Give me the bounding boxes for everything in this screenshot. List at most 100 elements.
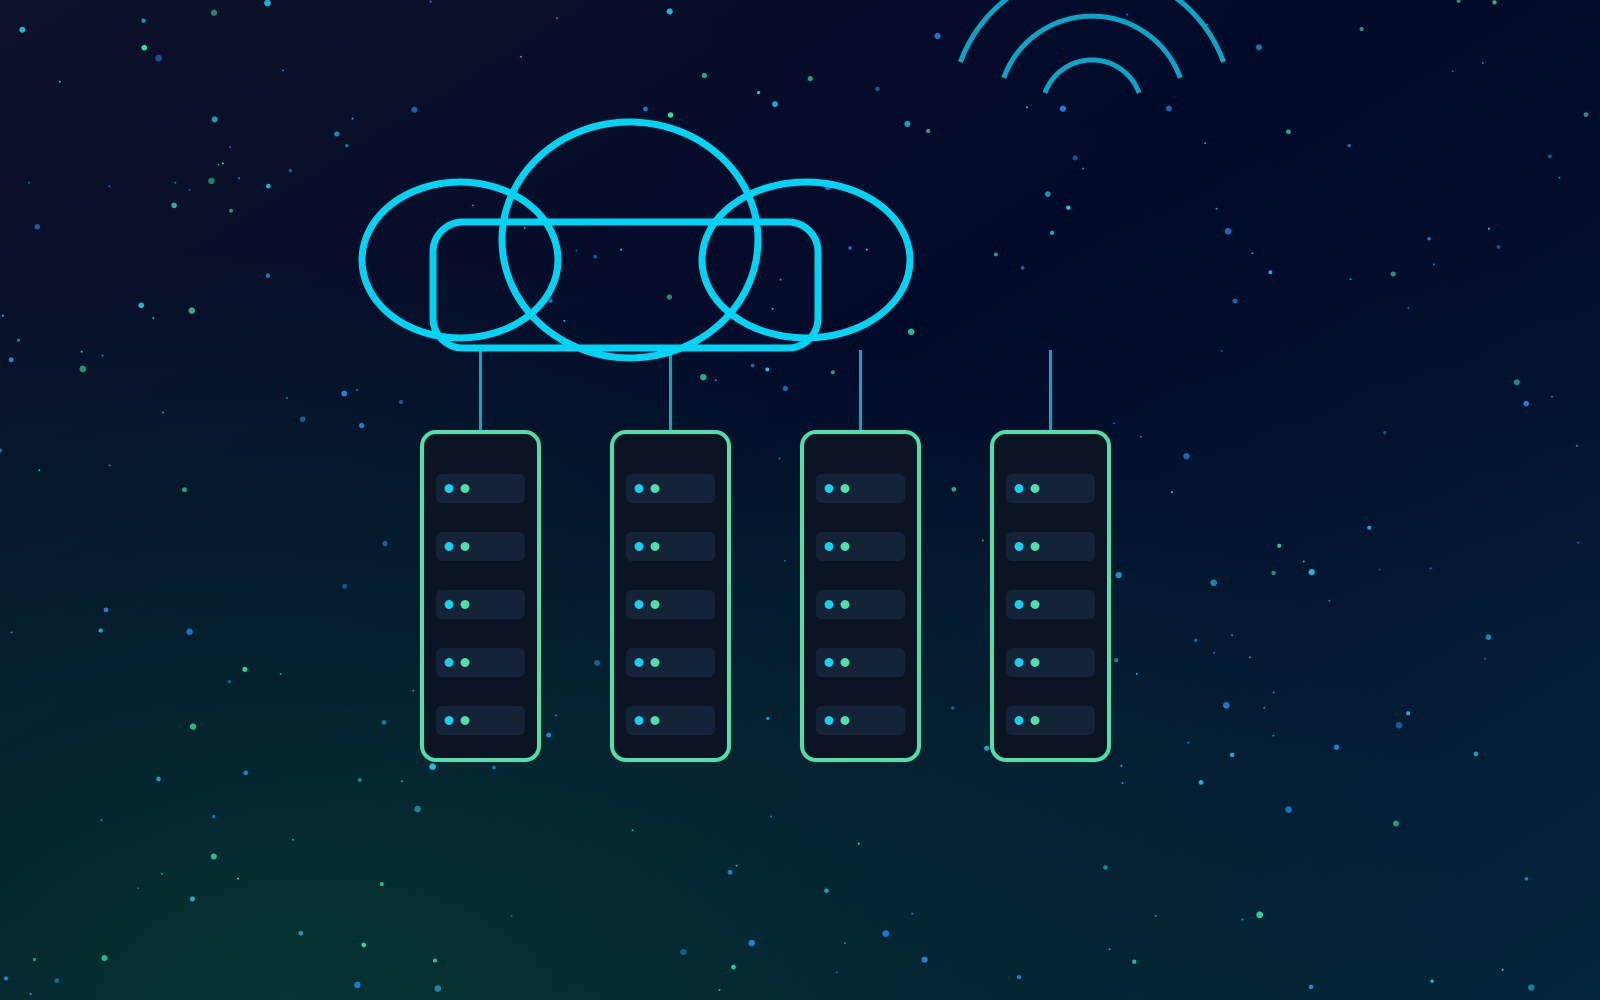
particle [211, 116, 218, 123]
particle [666, 294, 673, 300]
cloud-icon [358, 118, 914, 362]
particle [1066, 205, 1071, 210]
server-rack-icon [990, 430, 1111, 762]
particle [152, 316, 155, 319]
particle [1433, 263, 1435, 266]
particle [1220, 349, 1223, 352]
particle [141, 18, 146, 23]
particle [79, 365, 87, 373]
particle [189, 723, 197, 730]
particle [379, 882, 384, 887]
server-slot [626, 706, 715, 735]
status-led-icon [824, 484, 834, 493]
status-led-icon [460, 716, 470, 725]
status-led-icon [650, 716, 660, 725]
particle [951, 486, 957, 492]
particle [292, 838, 295, 841]
particle [161, 872, 163, 875]
particle [934, 32, 941, 39]
status-led-icon [824, 658, 834, 667]
server-slot [816, 706, 905, 735]
particle [358, 422, 365, 429]
particle [563, 319, 566, 322]
particle [771, 307, 774, 310]
particle [779, 278, 782, 281]
particle [1484, 657, 1487, 660]
particle [101, 354, 104, 357]
particle [80, 350, 83, 353]
status-led-icon [824, 542, 834, 551]
particle [155, 54, 162, 62]
status-led-icon [840, 484, 850, 493]
particle [1231, 634, 1234, 637]
particle [766, 716, 770, 721]
particle [1429, 567, 1432, 570]
particle [770, 815, 773, 818]
particle [171, 202, 177, 209]
particle [101, 954, 108, 962]
particle [174, 181, 177, 184]
particle [181, 487, 188, 493]
particle [1263, 706, 1266, 709]
particle [221, 162, 224, 165]
particle [1390, 271, 1396, 277]
particle [1271, 570, 1276, 576]
server-slot [1006, 590, 1095, 619]
particle [1308, 568, 1315, 576]
particle [334, 131, 340, 137]
particle [1016, 975, 1022, 980]
particle [1576, 444, 1578, 447]
particle [718, 989, 721, 991]
cloud-lobe-left [358, 178, 562, 342]
particle [593, 254, 598, 259]
particle [208, 177, 215, 185]
particle [555, 714, 558, 717]
particle [666, 8, 673, 15]
status-led-icon [460, 542, 470, 551]
particle [731, 964, 736, 970]
particle [298, 930, 304, 936]
status-led-icon [1014, 658, 1024, 667]
particle [1026, 106, 1028, 109]
particle [1524, 877, 1529, 881]
status-led-icon [1030, 658, 1040, 667]
server-slot [1006, 532, 1095, 561]
wifi-arc [1042, 57, 1142, 94]
particle [510, 914, 513, 917]
particle [1487, 227, 1490, 230]
particle [136, 887, 139, 890]
particle [1272, 734, 1275, 737]
particle [1430, 979, 1434, 983]
particle [429, 0, 432, 3]
particle [1215, 207, 1218, 210]
particle [1082, 167, 1085, 170]
particle [434, 985, 442, 992]
particle [1187, 741, 1190, 744]
wifi-arc [1001, 13, 1183, 79]
particle [242, 666, 248, 672]
status-led-icon [650, 542, 660, 551]
particle [865, 248, 868, 251]
particle [229, 208, 233, 213]
status-led-icon [840, 658, 850, 667]
status-led-icon [1014, 716, 1024, 725]
particle [824, 888, 829, 893]
particle [1121, 782, 1124, 784]
particle [1072, 155, 1078, 161]
server-slot [1006, 474, 1095, 503]
particle [911, 912, 914, 915]
status-led-icon [650, 658, 660, 667]
particle [1501, 968, 1504, 971]
particle [714, 379, 717, 382]
particle [1224, 227, 1232, 235]
server-slot [626, 590, 715, 619]
particle [398, 399, 404, 405]
particle [98, 628, 103, 633]
particle [381, 720, 387, 725]
particle [984, 745, 990, 751]
particle [620, 248, 622, 251]
particle [1115, 571, 1122, 579]
particle [1256, 911, 1264, 919]
particle [631, 829, 634, 832]
